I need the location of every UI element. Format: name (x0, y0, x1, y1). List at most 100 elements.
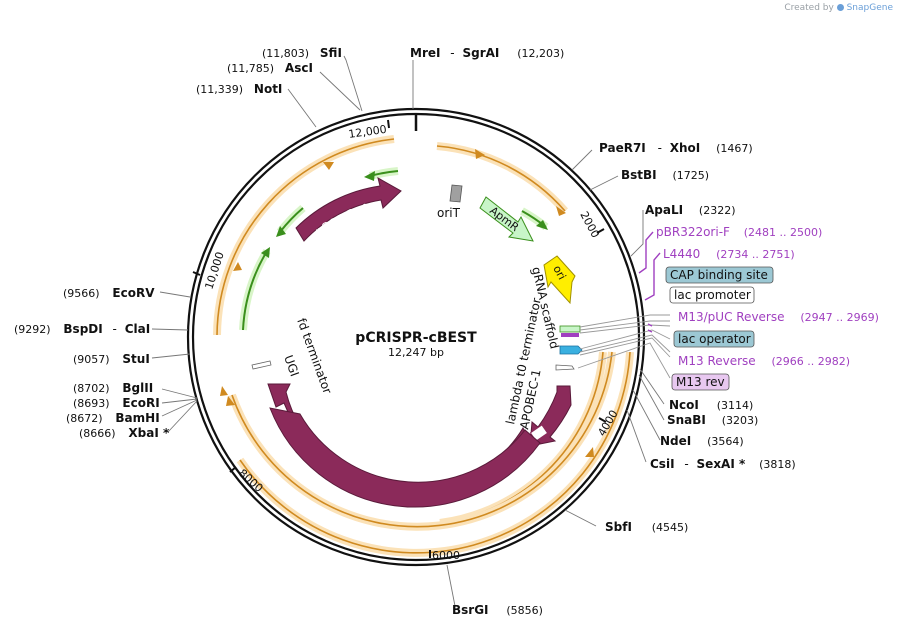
orange-band-left-line (216, 138, 395, 336)
site-bglii-pos: (8702) (73, 382, 110, 395)
site-snabi-pos: (3203) (722, 414, 759, 427)
orit-label: oriT (437, 206, 461, 220)
site-csii-sep: - (684, 457, 688, 471)
site-xhoi-name: XhoI (670, 141, 701, 155)
snapgene-credit: Created by SnapGene (784, 3, 893, 13)
ugi-label: UGI (281, 353, 302, 378)
site-stui-pos: (9057) (73, 353, 110, 366)
site-mrei: MreI - SgrAI (12,203) (410, 46, 564, 60)
site-ndei-pos: (3564) (707, 435, 744, 448)
site-sexai-name: SexAI * (697, 457, 746, 471)
site-bamhi: (8672) BamHI (66, 411, 160, 425)
site-ncoi-name: NcoI (669, 398, 699, 412)
tick-12000: 12,000 (348, 123, 388, 141)
site-xbai-name: XbaI * (128, 426, 170, 440)
site-bglii: (8702) BglII (73, 381, 153, 395)
site-bamhi-pos: (8672) (66, 412, 103, 425)
site-bglii-name: BglII (122, 381, 153, 395)
site-stui: (9057) StuI (73, 352, 150, 366)
site-bspdi-sep: - (113, 322, 117, 336)
annot-cap-label: CAP binding site (670, 268, 768, 282)
site-csii-name: CsiI (650, 457, 675, 471)
annot-m13reverse-pos: (2966 .. 2982) (772, 355, 851, 368)
site-xbai-pos: (8666) (79, 427, 116, 440)
annotation-labels: pBR322ori-F (2481 .. 2500) L4440 (2734 .… (656, 225, 879, 391)
annot-m13rev-label: M13 rev (676, 375, 725, 389)
green-arrowheads (261, 171, 548, 258)
site-asci-name: AscI (285, 61, 313, 75)
primer-marks (638, 231, 661, 333)
annot-m13reverse-name: M13 Reverse (678, 354, 756, 368)
site-ecorv: (9566) EcoRV (63, 286, 155, 300)
annot-l4440-pos: (2734 .. 2751) (716, 248, 795, 261)
site-labels: MreI - SgrAI (12,203) (11,803) SfiI (11,… (14, 46, 796, 617)
annot-pbr322: pBR322ori-F (2481 .. 2500) (656, 225, 822, 239)
cas9-body (269, 407, 541, 508)
cyan-feature (559, 345, 583, 355)
site-sfii: (11,803) SfiI (262, 46, 342, 60)
annot-lacop-label: lac operator (678, 332, 751, 346)
annot-pbr322-pos: (2481 .. 2500) (744, 226, 823, 239)
site-clai-name: ClaI (125, 322, 150, 336)
lambda-terminator-mark (555, 364, 575, 371)
annot-lacprom-label: lac promoter (674, 288, 751, 302)
annot-m13puc-pos: (2947 .. 2969) (800, 311, 879, 324)
ori-label: ori (550, 263, 568, 282)
site-mrei-name: MreI (410, 46, 440, 60)
ticks (192, 119, 607, 558)
site-paer7i-pos: (1467) (716, 142, 753, 155)
green-arrows (239, 167, 549, 331)
site-bspdi-name: BspDI (63, 322, 102, 336)
annot-m13reverse: M13 Reverse (2966 .. 2982) (678, 354, 850, 368)
annot-cap-box (665, 266, 774, 284)
site-paer7i-sep: - (658, 141, 662, 155)
backbone-inner (191, 112, 641, 562)
site-leaders (151, 55, 665, 607)
site-bstbi-pos: (1725) (672, 169, 709, 182)
site-sbfi-name: SbfI (605, 520, 632, 534)
site-paer7i: PaeR7I - XhoI (1467) (599, 141, 753, 155)
orit-feature (449, 184, 463, 203)
site-csii: CsiI - SexAI * (3818) (650, 457, 796, 471)
annot-pbr322-name: pBR322ori-F (656, 225, 730, 239)
site-apali-pos: (2322) (699, 204, 736, 217)
site-bsrgi: BsrGI (5856) (452, 603, 543, 617)
site-bstbi: BstBI (1725) (621, 168, 709, 182)
site-stui-name: StuI (122, 352, 149, 366)
site-sfii-pos: (11,803) (262, 47, 309, 60)
annotation-leaders (577, 314, 671, 379)
site-ecorv-pos: (9566) (63, 287, 100, 300)
site-apali: ApaLI (2322) (645, 203, 736, 217)
site-bspdi-pos: (9292) (14, 323, 51, 336)
annot-m13puc-name: M13/pUC Reverse (678, 310, 785, 324)
site-sgrai-name: SgrAI (462, 46, 499, 60)
site-xbai: (8666) XbaI * (79, 426, 170, 440)
annot-l4440-name: L4440 (663, 247, 700, 261)
annot-m13rev-box (671, 373, 730, 391)
snapgene-logo-icon (836, 4, 844, 11)
annot-m13puc: M13/pUC Reverse (2947 .. 2969) (678, 310, 879, 324)
orange-band-outer-line (239, 351, 631, 554)
plasmid-size: 12,247 bp (388, 346, 444, 359)
site-csii-pos: (3818) (759, 458, 796, 471)
site-ncoi: NcoI (3114) (669, 398, 753, 412)
site-snabi: SnaBI (3203) (667, 413, 758, 427)
site-asci-pos: (11,785) (227, 62, 274, 75)
site-noti-name: NotI (254, 82, 283, 96)
cas9-label: Cas9(D10A) (365, 461, 437, 475)
orange-band-outer2-line (231, 351, 613, 528)
site-ecori-name: EcoRI (122, 396, 159, 410)
tick-6000: 6000 (432, 549, 460, 562)
orange-bands (213, 135, 634, 557)
site-ecori: (8693) EcoRI (73, 396, 160, 410)
grna-feature (559, 325, 581, 333)
fd-terminator-mark (251, 360, 272, 370)
annot-lacprom-box (669, 286, 755, 304)
site-sbfi-pos: (4545) (652, 521, 689, 534)
site-bamhi-name: BamHI (115, 411, 159, 425)
site-bstbi-name: BstBI (621, 168, 657, 182)
site-bsrgi-name: BsrGI (452, 603, 489, 617)
site-snabi-name: SnaBI (667, 413, 706, 427)
site-sbfi: SbfI (4545) (605, 520, 688, 534)
